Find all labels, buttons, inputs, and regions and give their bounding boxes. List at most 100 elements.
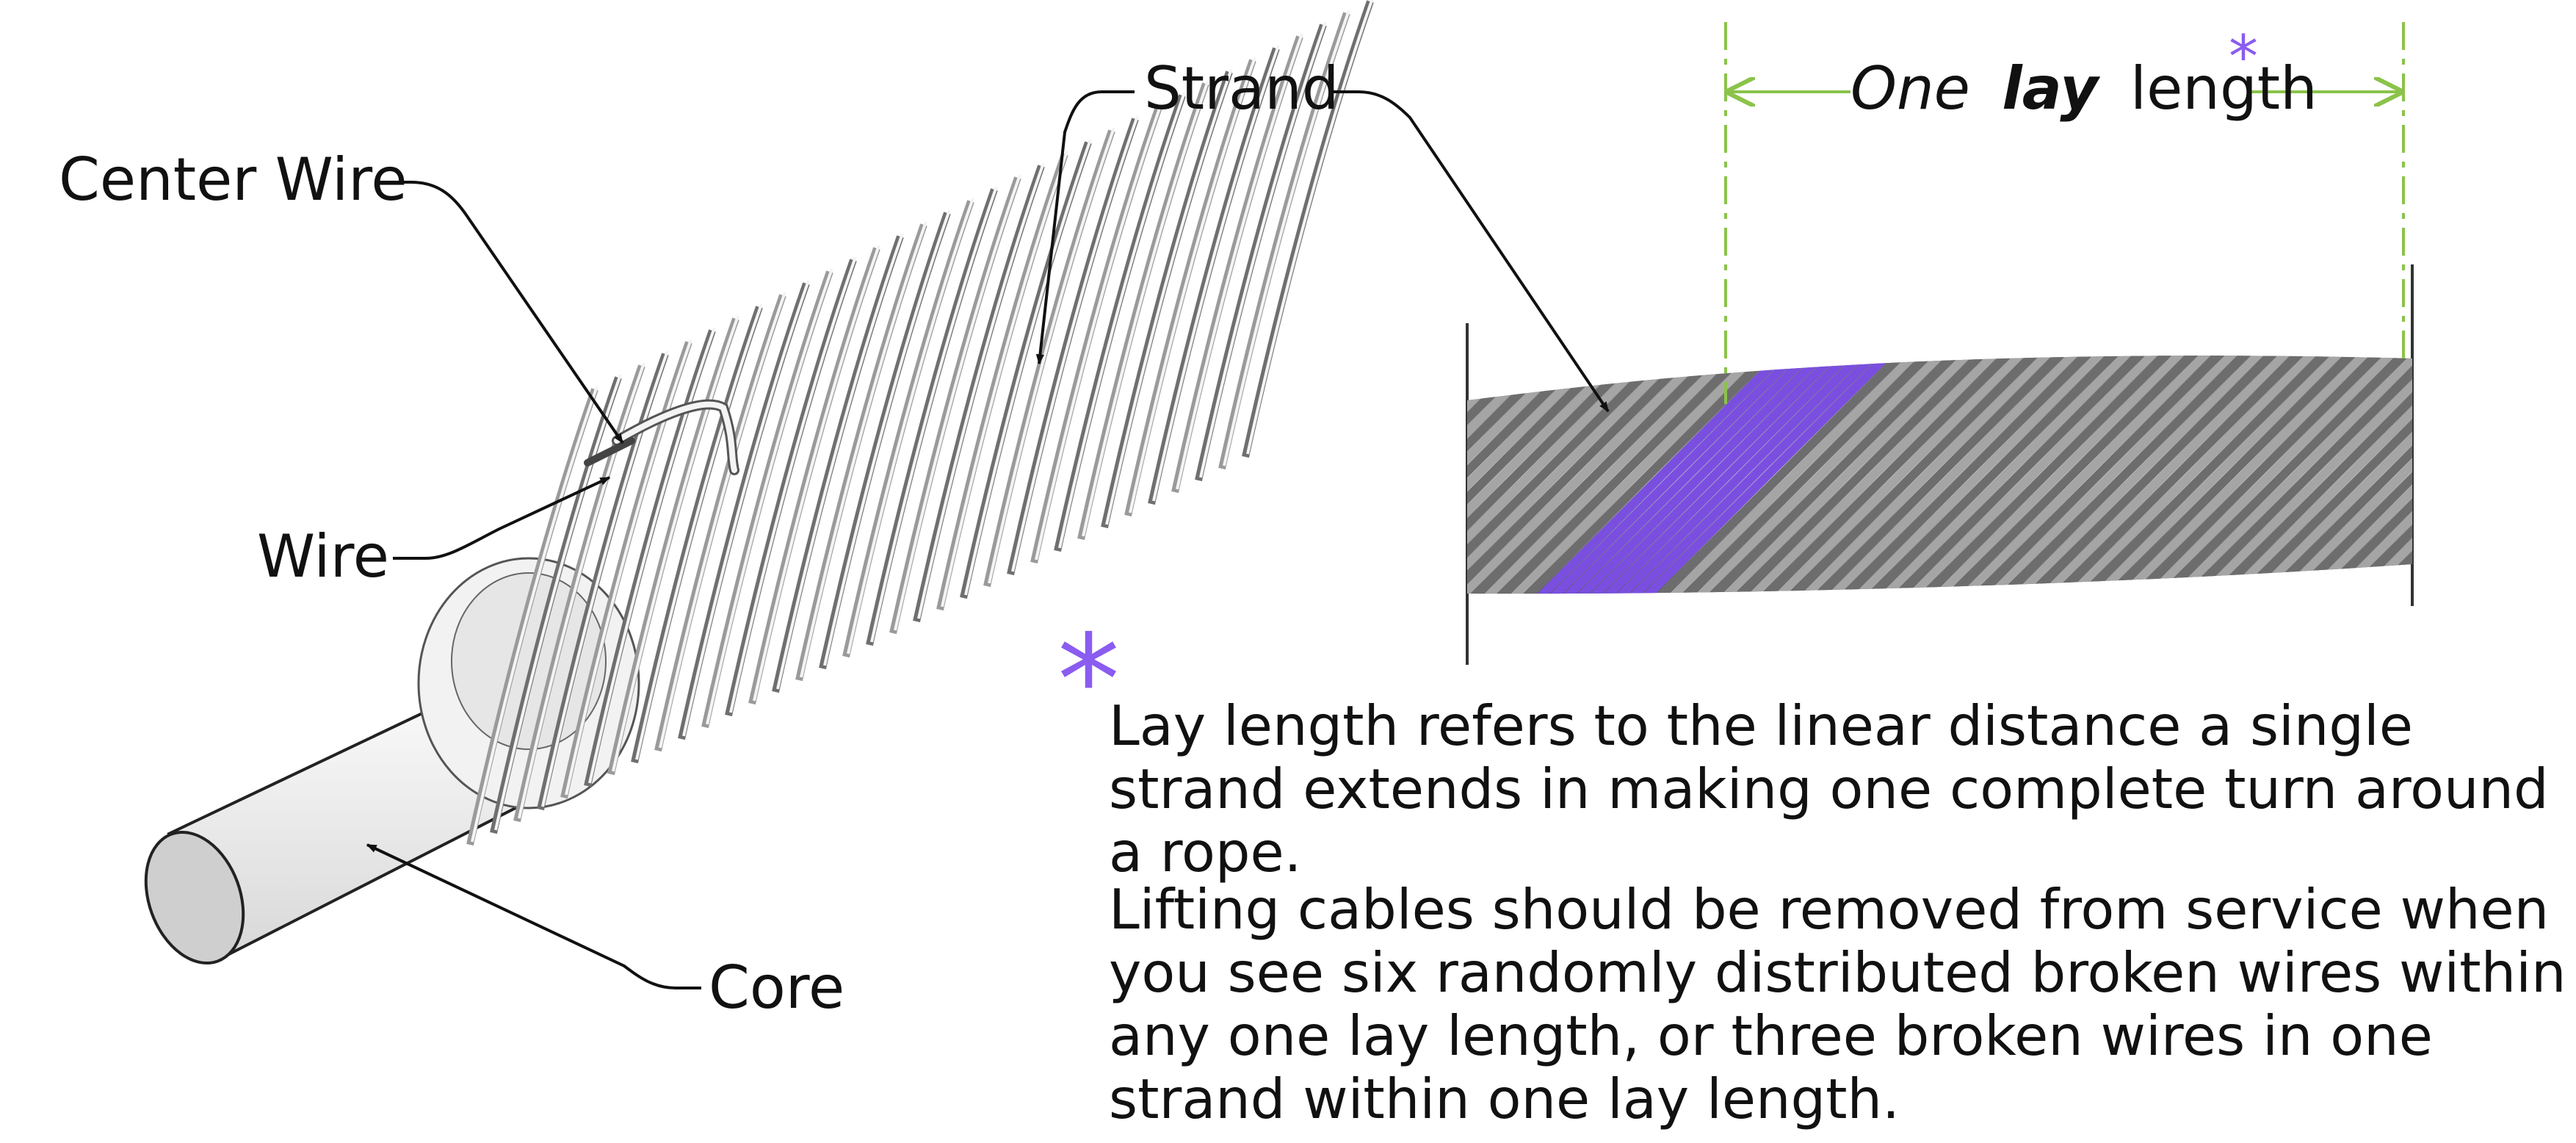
helix-wire-highlight bbox=[870, 186, 998, 643]
strand-wire bbox=[2000, 356, 2286, 594]
helix-wire-highlight bbox=[1129, 57, 1256, 513]
strand-wire bbox=[1171, 331, 1450, 610]
helix-wire-highlight bbox=[565, 339, 692, 796]
label-core: Core bbox=[709, 953, 844, 1022]
lay-length-dimension bbox=[1724, 22, 2405, 404]
strand-wire bbox=[1696, 356, 1982, 594]
strand-wire bbox=[2532, 331, 2576, 610]
strand-wire bbox=[1828, 356, 2114, 594]
highlighted-strand-wire bbox=[1550, 356, 1837, 594]
strand-wire bbox=[1881, 356, 2167, 594]
highlighted-strand-wire bbox=[1629, 356, 1916, 594]
strand-wire bbox=[2132, 356, 2412, 594]
strand-wire bbox=[1854, 356, 2141, 594]
strand-wire bbox=[2185, 356, 2412, 594]
strand-wire bbox=[1656, 356, 1942, 594]
highlighted-strand-wire bbox=[1524, 356, 1810, 594]
strand-wire bbox=[2145, 356, 2412, 594]
strand-wire bbox=[2545, 331, 2576, 610]
header-length: length bbox=[2130, 54, 2318, 123]
strand-wire bbox=[2506, 331, 2576, 610]
wire-tip bbox=[584, 437, 635, 466]
helix-wire-highlight bbox=[917, 162, 1045, 619]
strand-wire bbox=[2052, 356, 2339, 594]
helix-wire-highlight bbox=[1176, 33, 1303, 490]
strand-wire bbox=[1467, 356, 1480, 594]
strand-wire bbox=[2171, 356, 2412, 594]
strand-wire bbox=[2264, 356, 2412, 594]
strand-wire bbox=[1722, 356, 2008, 594]
helix-wire-highlight bbox=[729, 256, 857, 713]
strand-wire bbox=[2572, 331, 2576, 610]
helix-wire-highlight bbox=[706, 268, 833, 725]
leader-strand-left bbox=[1035, 90, 1135, 365]
strand-wire bbox=[2066, 356, 2352, 594]
label-center-wire: Center Wire bbox=[59, 145, 408, 214]
helix-wire-highlight bbox=[541, 350, 669, 807]
helix-wire-highlight bbox=[1082, 80, 1209, 537]
label-strand: Strand bbox=[1144, 54, 1339, 123]
helix-wire-highlight bbox=[1246, 0, 1374, 455]
strand-wire bbox=[1735, 356, 2022, 594]
strand-wire bbox=[1986, 356, 2273, 594]
strand-wire bbox=[1933, 356, 2220, 594]
strand-wire bbox=[2119, 356, 2405, 594]
strand-wire bbox=[1920, 356, 2207, 594]
strand-wire bbox=[2079, 356, 2365, 594]
helix-wire-highlight bbox=[894, 174, 1021, 631]
helix-wire-highlight bbox=[776, 233, 904, 690]
strand-wire bbox=[1091, 331, 1370, 610]
helix-wire-highlight bbox=[682, 280, 810, 737]
helix-wire-highlight bbox=[659, 292, 786, 749]
strand-wire bbox=[1960, 356, 2246, 594]
highlighted-strand-wire bbox=[1563, 356, 1850, 594]
helix-wire-highlight bbox=[612, 315, 739, 772]
core-end-cap bbox=[144, 830, 245, 965]
strand-wire bbox=[1907, 356, 2193, 594]
highlighted-strand-wire bbox=[2479, 331, 2576, 610]
strand-wire bbox=[2158, 356, 2412, 594]
strand-wire bbox=[1748, 356, 2035, 594]
leader-strand-right bbox=[1331, 90, 1610, 413]
strand-wire bbox=[1497, 356, 1784, 594]
strand-wire bbox=[1775, 356, 2061, 594]
strand-wire bbox=[2026, 356, 2312, 594]
strand-wire bbox=[1467, 356, 1493, 594]
strand-wire bbox=[1801, 356, 2088, 594]
helix-wire-highlight bbox=[1035, 104, 1162, 560]
strand-wire bbox=[2290, 356, 2412, 594]
highlighted-strand-wire bbox=[1577, 356, 1863, 594]
strand-wire bbox=[1867, 356, 2154, 594]
rope-3d-illustration bbox=[144, 0, 1374, 965]
removal-guidance: Lifting cables should be removed from se… bbox=[1109, 877, 2566, 1131]
strand-wire bbox=[2105, 356, 2392, 594]
strand-wire bbox=[1894, 356, 2180, 594]
strand-wire bbox=[1471, 356, 1757, 594]
helix-wire-highlight bbox=[753, 245, 880, 702]
strand-wire bbox=[1709, 356, 1995, 594]
highlighted-strand-wire bbox=[2396, 356, 2412, 594]
strand-wire bbox=[2224, 356, 2412, 594]
helix-wire-highlight bbox=[1152, 45, 1280, 502]
highlighted-strand-wire bbox=[2453, 331, 2576, 610]
strand-wire bbox=[1669, 356, 1955, 594]
helix-wire-highlight bbox=[823, 209, 951, 666]
header-one: One bbox=[1850, 54, 1970, 123]
highlighted-strand-wire bbox=[2426, 331, 2576, 610]
leader-wire bbox=[393, 476, 611, 560]
helix-wire-highlight bbox=[588, 327, 716, 784]
highlighted-strand-wire bbox=[1603, 356, 1889, 594]
strand-wire bbox=[2492, 331, 2576, 610]
strand-wire bbox=[1510, 356, 1797, 594]
helix-wire-highlight bbox=[518, 362, 645, 819]
helix-wire-highlight bbox=[941, 151, 1068, 607]
strand-wire bbox=[2558, 331, 2576, 610]
strand-wire bbox=[1762, 356, 2048, 594]
helical-strands bbox=[466, 0, 1374, 846]
helix-wire-highlight bbox=[1199, 21, 1327, 478]
strand-wire bbox=[1815, 356, 2101, 594]
helix-wire-highlight bbox=[800, 221, 927, 678]
helix-wire-highlight bbox=[471, 386, 598, 843]
strand-wire bbox=[2013, 356, 2299, 594]
